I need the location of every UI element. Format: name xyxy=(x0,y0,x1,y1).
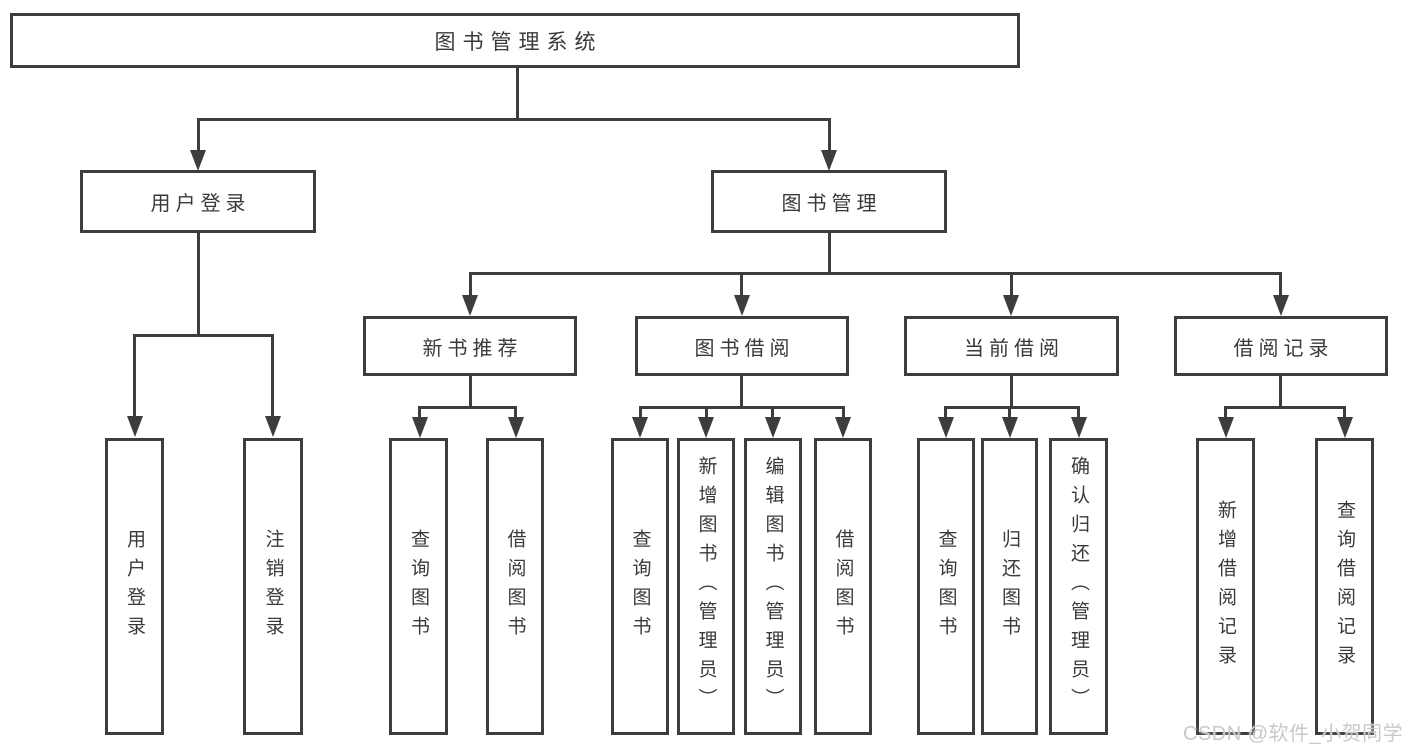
connector-drop-current-2 xyxy=(1008,406,1011,418)
node-book-borrow: 图书借阅 xyxy=(635,316,849,376)
leaf-recommend-query-books: 查询图书 xyxy=(389,438,448,735)
connector-drop-l3-2 xyxy=(740,272,743,296)
leaf-logout: 注销登录 xyxy=(243,438,303,735)
connector-drop-login xyxy=(197,118,200,154)
arrowhead-borrow-3 xyxy=(765,417,781,438)
connector-current-trunk xyxy=(1010,376,1013,409)
arrowhead-borrow-2 xyxy=(698,417,714,438)
node-new-book-recommend: 新书推荐 xyxy=(363,316,577,376)
arrowhead-l3-3 xyxy=(1003,295,1019,316)
connector-drop-borrow-2 xyxy=(705,406,708,418)
connector-drop-login-leaf-1 xyxy=(133,334,136,416)
leaf-current-query-books: 查询图书 xyxy=(917,438,975,735)
arrowhead-mgmt xyxy=(821,150,837,171)
arrowhead-recommend-1 xyxy=(412,417,428,438)
arrowhead-borrow-1 xyxy=(632,417,648,438)
connector-drop-recommend-1 xyxy=(418,406,421,418)
node-root: 图书管理系统 xyxy=(10,13,1020,68)
connector-root-trunk xyxy=(516,68,519,121)
connector-drop-borrow-4 xyxy=(842,406,845,418)
connector-drop-record-1 xyxy=(1224,406,1227,418)
connector-drop-l3-4 xyxy=(1279,272,1282,296)
connector-login-trunk xyxy=(197,233,200,337)
connector-l2-bracket xyxy=(197,118,831,121)
leaf-current-confirm-return-admin: 确认归还（管理员） xyxy=(1049,438,1108,735)
connector-drop-record-2 xyxy=(1343,406,1346,418)
node-current-borrow: 当前借阅 xyxy=(904,316,1119,376)
arrowhead-login-leaf-2 xyxy=(265,416,281,437)
node-borrow-record: 借阅记录 xyxy=(1174,316,1388,376)
leaf-borrow-borrow-books: 借阅图书 xyxy=(814,438,872,735)
connector-mgmt-trunk xyxy=(828,233,831,275)
connector-drop-borrow-3 xyxy=(771,406,774,418)
leaf-record-add-borrow-record: 新增借阅记录 xyxy=(1196,438,1255,735)
leaf-user-login: 用户登录 xyxy=(105,438,164,735)
csdn-watermark: CSDN @软件_小贺同学 xyxy=(1183,723,1404,745)
arrowhead-l3-2 xyxy=(734,295,750,316)
connector-borrow-bracket xyxy=(639,406,845,409)
leaf-borrow-add-books-admin: 新增图书（管理员） xyxy=(677,438,735,735)
connector-l3-bracket xyxy=(469,272,1282,275)
leaf-borrow-query-books: 查询图书 xyxy=(611,438,669,735)
connector-current-bracket xyxy=(944,406,1080,409)
connector-record-bracket xyxy=(1224,406,1346,409)
arrowhead-login-leaf-1 xyxy=(127,416,143,437)
connector-record-trunk xyxy=(1279,376,1282,409)
connector-recommend-bracket xyxy=(418,406,517,409)
arrowhead-l3-1 xyxy=(462,295,478,316)
arrowhead-record-1 xyxy=(1218,417,1234,438)
connector-drop-login-leaf-2 xyxy=(271,334,274,416)
arrowhead-borrow-4 xyxy=(835,417,851,438)
leaf-record-query-borrow-record: 查询借阅记录 xyxy=(1315,438,1374,735)
connector-drop-current-3 xyxy=(1077,406,1080,418)
connector-drop-l3-3 xyxy=(1010,272,1013,296)
node-user-login: 用户登录 xyxy=(80,170,316,233)
node-book-mgmt: 图书管理 xyxy=(711,170,947,233)
arrowhead-current-3 xyxy=(1071,417,1087,438)
connector-drop-current-1 xyxy=(944,406,947,418)
connector-drop-recommend-2 xyxy=(514,406,517,418)
connector-drop-l3-1 xyxy=(469,272,472,296)
arrowhead-l3-4 xyxy=(1273,295,1289,316)
leaf-borrow-edit-books-admin: 编辑图书（管理员） xyxy=(744,438,802,735)
connector-login-bracket xyxy=(133,334,274,337)
leaf-current-return-books: 归还图书 xyxy=(981,438,1038,735)
arrowhead-login xyxy=(190,150,206,171)
arrowhead-recommend-2 xyxy=(508,417,524,438)
connector-borrow-trunk xyxy=(740,376,743,409)
arrowhead-current-1 xyxy=(938,417,954,438)
arrowhead-record-2 xyxy=(1337,417,1353,438)
leaf-recommend-borrow-books: 借阅图书 xyxy=(486,438,544,735)
connector-recommend-trunk xyxy=(469,376,472,409)
connector-drop-mgmt xyxy=(828,118,831,154)
arrowhead-current-2 xyxy=(1002,417,1018,438)
connector-drop-borrow-1 xyxy=(639,406,642,418)
